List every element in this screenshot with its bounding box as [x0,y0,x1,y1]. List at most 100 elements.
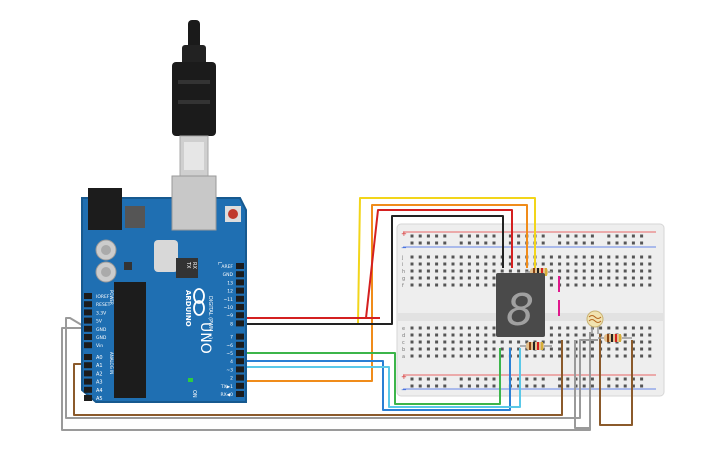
breadboard-hole [467,347,471,351]
breadboard-hole [623,340,627,344]
breadboard-hole [467,326,471,330]
rail-hole [443,241,447,245]
rail-hole [484,241,488,245]
breadboard-hole [459,340,463,344]
row-letter: a [402,354,405,360]
rail-hole [558,241,562,245]
breadboard-hole [451,283,455,287]
breadboard-hole [476,340,480,344]
breadboard-hole [590,262,594,266]
breadboard-hole [476,347,480,351]
usb-cable [172,20,216,177]
breadboard-hole [631,340,635,344]
breadboard-hole [500,354,504,358]
breadboard-hole [640,326,644,330]
header-pin [236,271,244,278]
rail-hole [623,377,627,381]
breadboard-hole [451,333,455,337]
breadboard-hole [574,326,578,330]
breadboard-hole [467,269,471,273]
photoresistor [586,310,604,334]
breadboard-hole [492,340,496,344]
l-led-label: L [216,262,222,265]
rail-hole [418,234,422,238]
breadboard-hole [549,255,553,259]
reset-button[interactable] [228,209,238,219]
breadboard-hole [590,269,594,273]
rail-hole [631,377,635,381]
rail-hole [541,234,545,238]
breadboard-hole [599,276,603,280]
header-pin [236,304,244,310]
breadboard-hole [484,340,488,344]
rail-hole [443,384,447,388]
pin-label: AREF [221,264,233,270]
breadboard-hole [566,269,570,273]
breadboard-hole [541,255,545,259]
rail-hole [484,377,488,381]
breadboard-hole [426,326,430,330]
breadboard-hole [582,269,586,273]
breadboard-hole [492,347,496,351]
breadboard-hole [459,262,463,266]
breadboard-hole [525,340,529,344]
breadboard-hole [467,262,471,266]
breadboard-hole [459,333,463,337]
header-pin [84,325,92,332]
rail-minus-label-bottom: − [401,386,407,394]
rail-hole [410,377,414,381]
regulator [125,206,145,228]
breadboard-hole [492,255,496,259]
breadboard-hole [426,347,430,351]
breadboard-hole [599,283,603,287]
breadboard-hole [648,354,652,358]
rail-hole [615,234,619,238]
breadboard-hole [451,354,455,358]
breadboard-hole [443,262,447,266]
breadboard-hole [517,262,521,266]
breadboard-hole [467,276,471,280]
breadboard-hole [410,340,414,344]
rail-hole [558,377,562,381]
rail-hole [443,377,447,381]
rail-hole [558,234,562,238]
breadboard-hole [492,333,496,337]
breadboard-hole [582,347,586,351]
rail-hole [615,384,619,388]
breadboard-hole [599,255,603,259]
tx-led-label: TX [185,261,191,269]
breadboard-hole [451,262,455,266]
rail-hole [541,384,545,388]
seven-segment-display: 8 [496,273,545,337]
rail-hole [426,384,430,388]
breadboard-hole [607,276,611,280]
rail-hole [492,377,496,381]
breadboard-hole [631,326,635,330]
breadboard-hole [640,276,644,280]
power-jack [88,188,122,230]
breadboard-hole [517,255,521,259]
breadboard-hole [467,333,471,337]
breadboard-hole [443,276,447,280]
breadboard-hole [566,333,570,337]
header-pin [236,374,244,381]
breadboard-hole [492,326,496,330]
breadboard-hole [500,340,504,344]
wire-black [244,215,504,325]
breadboard-hole [590,276,594,280]
breadboard-hole [418,333,422,337]
rail-hole [590,241,594,245]
header-pin [236,263,244,269]
breadboard-hole [517,269,521,273]
pin-label: ~11 [224,297,234,303]
breadboard-hole [426,269,430,273]
rail-hole [631,241,635,245]
breadboard-hole [558,255,562,259]
rail-hole [410,241,414,245]
rx-led-label: RX [191,262,197,269]
rail-hole [566,384,570,388]
rail-hole [533,384,537,388]
breadboard-hole [451,276,455,280]
breadboard-hole [484,333,488,337]
